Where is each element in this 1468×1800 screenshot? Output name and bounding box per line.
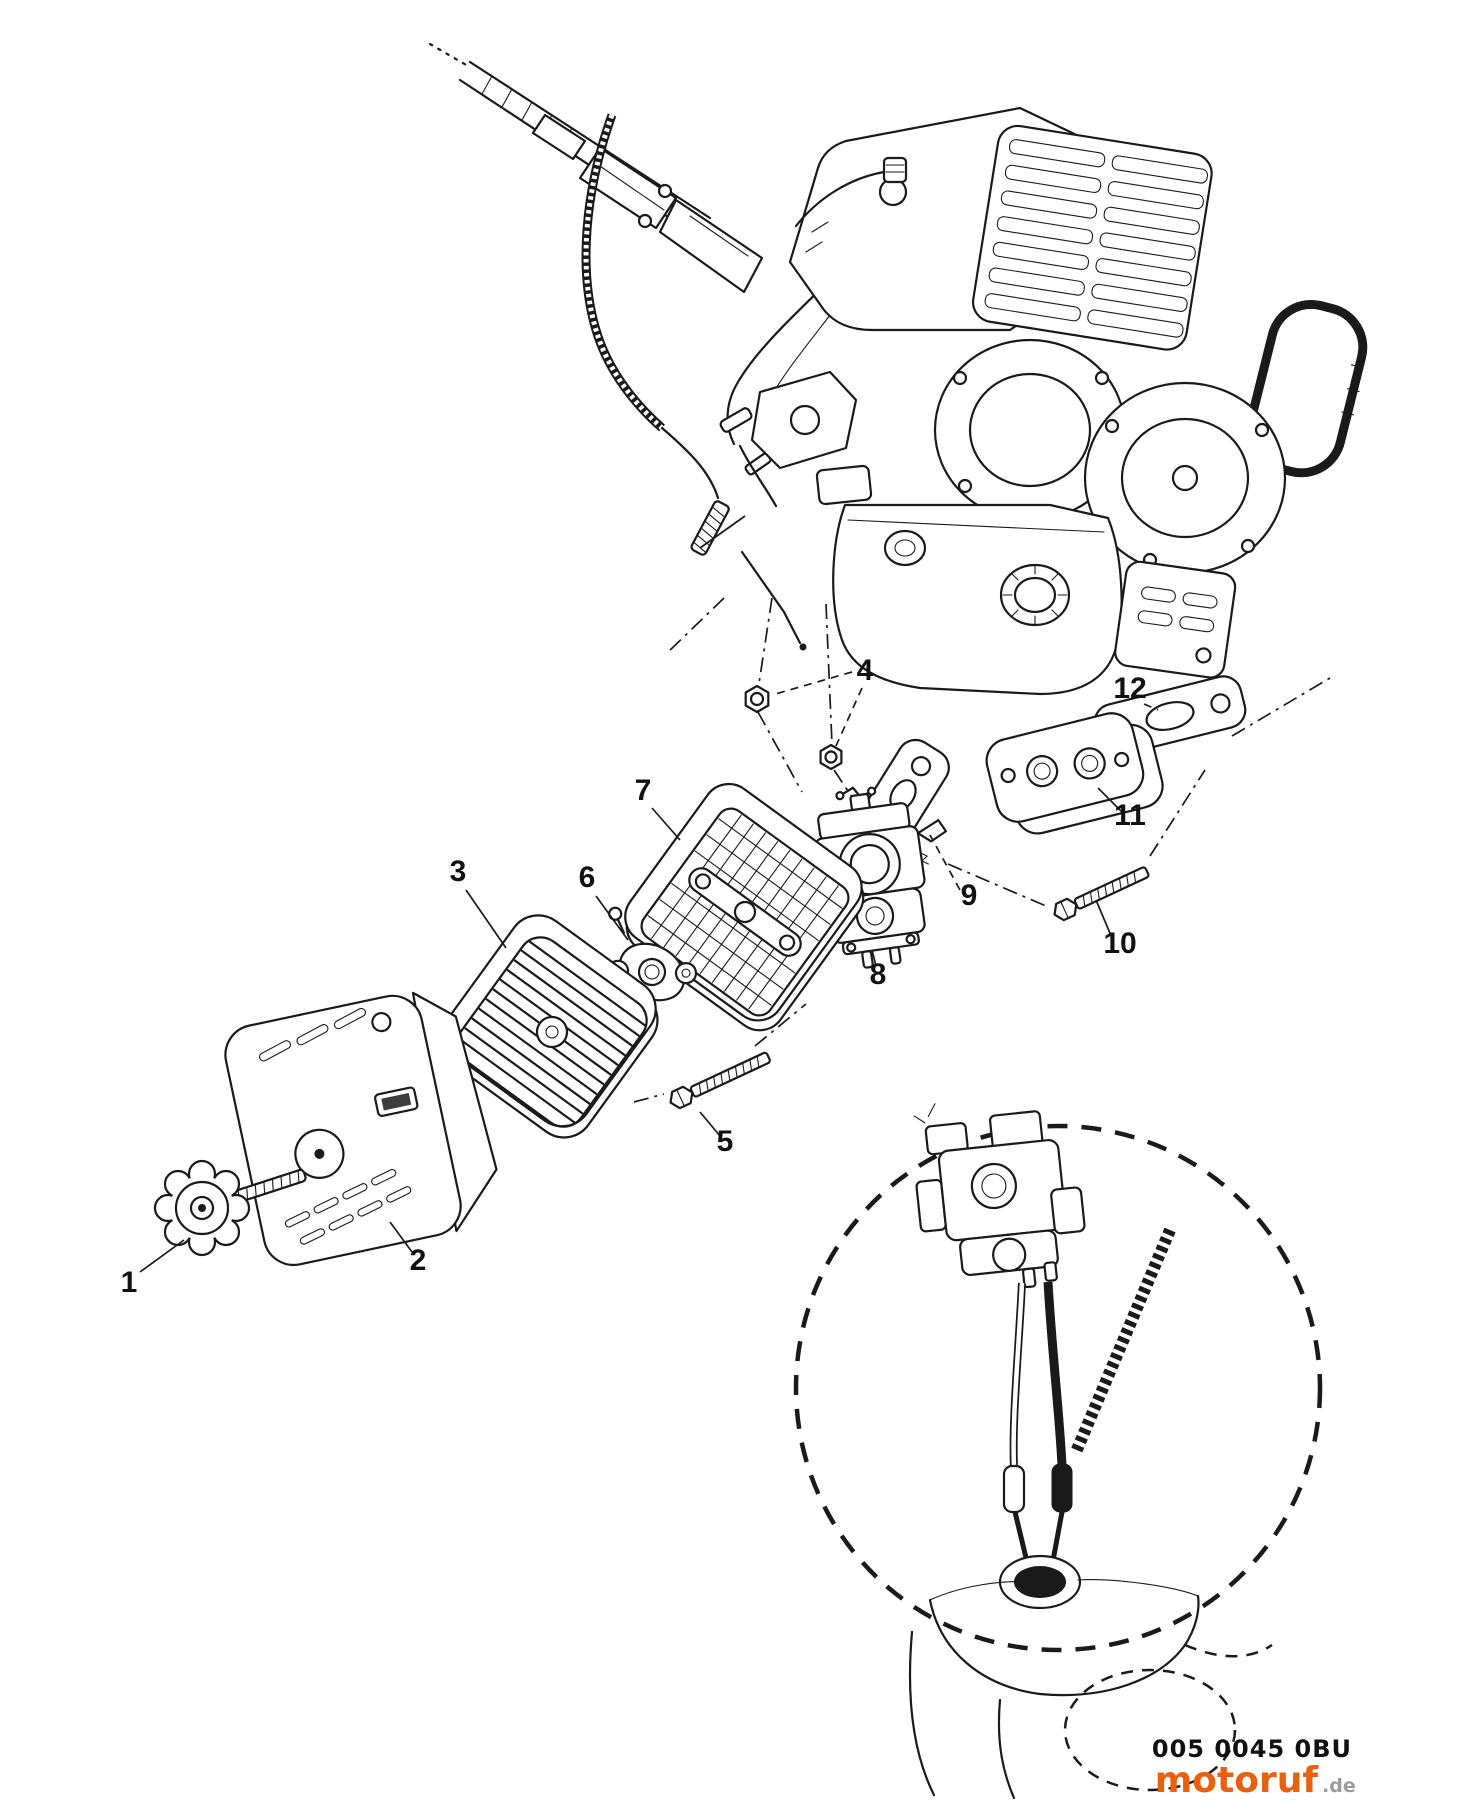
callouts: 1 2 3 4 5 6 7 8 9 10 11 12 xyxy=(121,654,1147,1299)
callout-5: 5 xyxy=(717,1125,734,1158)
part-knob-1 xyxy=(153,1159,307,1257)
part-plate-7 xyxy=(624,782,865,1032)
callout-7: 7 xyxy=(635,774,652,807)
part-code: 005 0045 0BU xyxy=(1152,1735,1352,1763)
callout-11: 11 xyxy=(1114,799,1146,832)
spark-plug xyxy=(794,156,908,228)
footer: 005 0045 0BU motoruf .de xyxy=(1152,1735,1356,1800)
fuel-line-right xyxy=(1043,1281,1073,1567)
part-bolt-10 xyxy=(1053,866,1150,922)
callout-1: 1 xyxy=(121,1266,138,1299)
callout-2: 2 xyxy=(410,1244,427,1277)
wire-conduit xyxy=(581,113,720,500)
fuel-cap xyxy=(999,563,1071,627)
watermark-tld: .de xyxy=(1322,1775,1356,1797)
engine-assembly xyxy=(428,42,1368,696)
braided-cable xyxy=(1070,1227,1176,1455)
drive-shaft-tube xyxy=(428,42,764,294)
starter-housing xyxy=(1083,381,1287,575)
leader-lines xyxy=(139,671,1159,1273)
throttle-cable xyxy=(690,270,853,651)
part-bolt-5 xyxy=(669,1051,771,1110)
part-nut-4b xyxy=(819,743,843,771)
carb-mount xyxy=(750,370,873,506)
callout-8: 8 xyxy=(870,958,887,991)
part-filter-3 xyxy=(443,914,659,1139)
fuel-tank xyxy=(832,503,1123,696)
detail-fuel-tank xyxy=(908,1579,1273,1800)
fuel-line-left xyxy=(1002,1282,1031,1567)
callout-4: 4 xyxy=(857,654,874,687)
watermark-name: motoruf xyxy=(1155,1760,1319,1800)
callout-9: 9 xyxy=(961,879,978,912)
callout-10: 10 xyxy=(1103,927,1136,960)
part-nut-4a xyxy=(744,684,770,714)
tank-grommet xyxy=(998,1554,1082,1610)
cylinder-fins xyxy=(971,124,1213,351)
cable-spring xyxy=(690,500,730,556)
callout-12: 12 xyxy=(1113,672,1146,705)
watermark: motoruf xyxy=(1155,1760,1319,1800)
part-cover-2 xyxy=(224,991,498,1267)
detail-circle xyxy=(793,1123,1323,1653)
rear-handle xyxy=(1245,299,1368,478)
callout-6: 6 xyxy=(579,861,596,894)
callout-3: 3 xyxy=(450,855,467,888)
detail-carburetor xyxy=(913,1103,1086,1289)
engine-leader-line xyxy=(699,515,746,549)
vent-bracket xyxy=(1114,560,1237,679)
detail-view xyxy=(793,1103,1323,1800)
